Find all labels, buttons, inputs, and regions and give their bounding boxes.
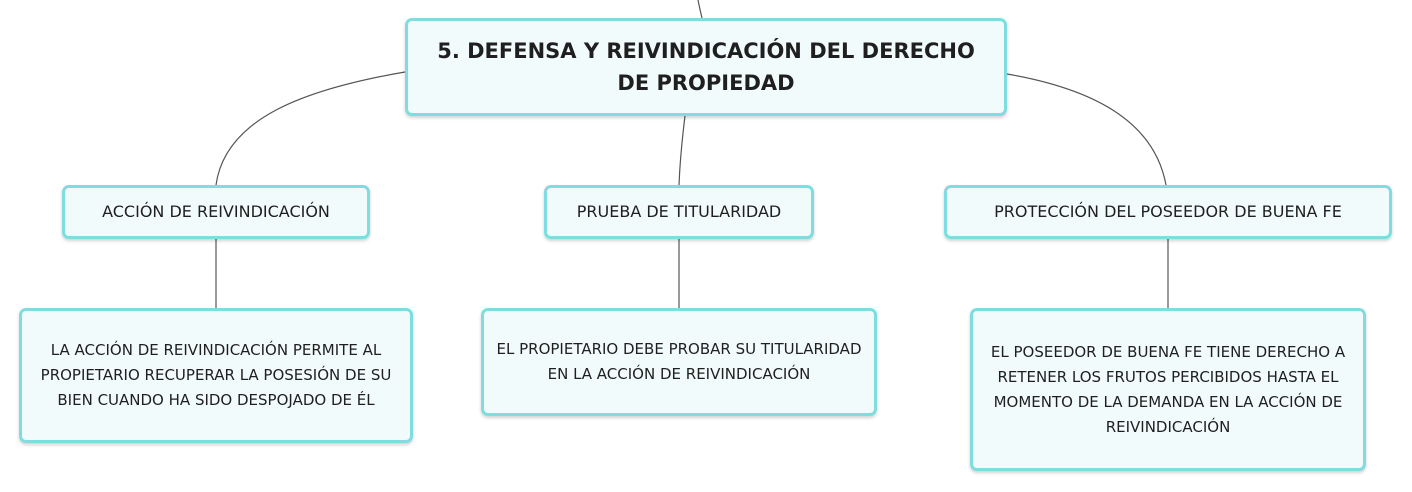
detail-node-accion-reivindicacion[interactable]: LA ACCIÓN DE REIVINDICACIÓN PERMITE AL P…: [19, 308, 413, 443]
branch-label: PRUEBA DE TITULARIDAD: [576, 202, 782, 221]
root-topic-label: 5. DEFENSA Y REIVINDICACIÓN DEL DERECHO …: [437, 39, 975, 95]
detail-text: EL PROPIETARIO DEBE PROBAR SU TITULARIDA…: [496, 340, 862, 383]
connector-root-to-accion: [215, 71, 406, 186]
detail-text: EL POSEEDOR DE BUENA FE TIENE DERECHO A …: [990, 342, 1346, 436]
branch-node-prueba-titularidad[interactable]: PRUEBA DE TITULARIDAD: [544, 185, 814, 239]
root-topic-node[interactable]: 5. DEFENSA Y REIVINDICACIÓN DEL DERECHO …: [405, 18, 1007, 116]
connector-parent-to-root: [697, 0, 703, 19]
detail-node-prueba-titularidad[interactable]: EL PROPIETARIO DEBE PROBAR SU TITULARIDA…: [481, 308, 877, 416]
branch-label: ACCIÓN DE REIVINDICACIÓN: [102, 202, 330, 221]
connector-root-to-prueba: [678, 115, 686, 186]
branch-node-accion-reivindicacion[interactable]: ACCIÓN DE REIVINDICACIÓN: [62, 185, 370, 239]
detail-text: LA ACCIÓN DE REIVINDICACIÓN PERMITE AL P…: [40, 341, 392, 409]
branch-label: PROTECCIÓN DEL POSEEDOR DE BUENA FE: [994, 202, 1342, 221]
detail-node-proteccion-poseedor[interactable]: EL POSEEDOR DE BUENA FE TIENE DERECHO A …: [970, 308, 1366, 471]
connector-root-to-proteccion: [1006, 73, 1167, 186]
branch-node-proteccion-poseedor[interactable]: PROTECCIÓN DEL POSEEDOR DE BUENA FE: [944, 185, 1392, 239]
